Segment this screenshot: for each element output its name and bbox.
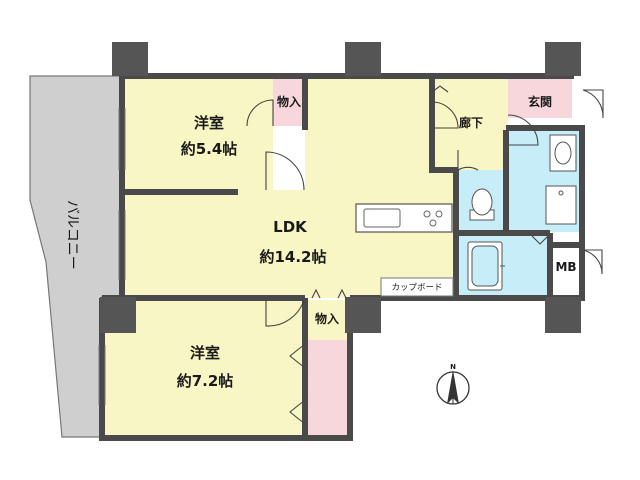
compass-icon [436, 370, 470, 405]
entrance-floor [508, 78, 572, 118]
western-room-2-area: 約7.2帖 [177, 372, 234, 390]
toilet-fixture [469, 188, 495, 221]
balcony-label: バルコニー [64, 200, 80, 270]
hallway-floor [432, 78, 508, 170]
western-room-1-area: 約5.4帖 [181, 140, 238, 158]
ldk-area: 約14.2帖 [259, 248, 326, 266]
meter-box-label: MB [555, 260, 576, 274]
western-room-1-name: 洋室 [194, 114, 224, 132]
cupboard-outline [380, 277, 454, 297]
columns [100, 42, 581, 333]
closet-1-label: 物入 [277, 94, 301, 109]
washroom-fixtures [545, 134, 577, 225]
ldk-name: LDK [273, 218, 308, 236]
closet-2-floor [305, 300, 349, 340]
kitchen-counter [355, 203, 453, 233]
bathtub [467, 241, 505, 291]
closet-2-storage [305, 340, 349, 436]
entrance-label: 玄関 [528, 94, 552, 109]
hallway-label: 廊下 [459, 115, 483, 130]
cupboard-label: カップボード [391, 283, 442, 293]
western-room-1-floor [124, 78, 273, 190]
western-room-2-name: 洋室 [190, 344, 220, 362]
western-room-2-floor [105, 300, 305, 436]
compass-north-label: N [450, 363, 456, 371]
windows [98, 108, 126, 405]
doors [246, 85, 604, 425]
closet-1-floor [273, 78, 305, 126]
closet-2-label: 物入 [315, 311, 339, 326]
